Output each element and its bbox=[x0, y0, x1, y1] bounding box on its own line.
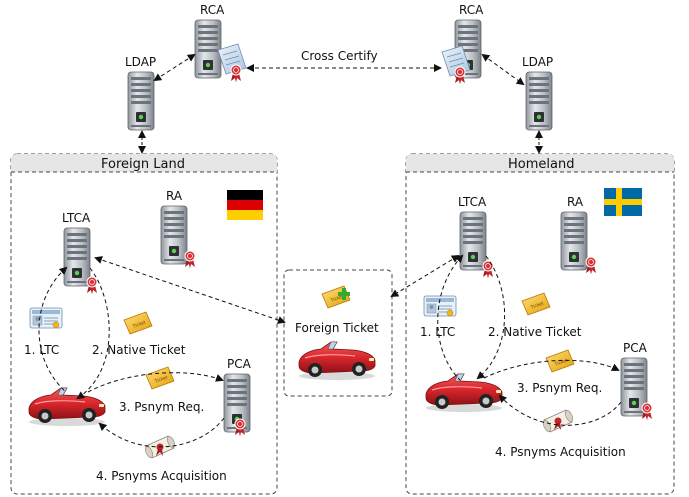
foreign-ra-label: RA bbox=[166, 189, 183, 203]
ldap-right-label: LDAP bbox=[522, 55, 553, 69]
home-psnym-req-label: 3. Psnym Req. bbox=[517, 381, 602, 395]
foreign-ticket-label: Foreign Ticket bbox=[295, 321, 379, 335]
foreign-native-ticket-label: 2. Native Ticket bbox=[92, 343, 186, 357]
home-ltca-label: LTCA bbox=[458, 195, 487, 209]
foreign-ra-server-icon[interactable] bbox=[160, 205, 188, 265]
home-native-ticket-icon bbox=[521, 292, 551, 316]
foreign-psnym-req-label: 3. Psnym Req. bbox=[119, 400, 204, 414]
home-ra-label: RA bbox=[567, 195, 584, 209]
foreign-ticket-box: Foreign Ticket bbox=[94, 254, 460, 397]
foreign-psnyms-acq-label: 4. Psnyms Acquisition bbox=[96, 469, 227, 483]
home-car-icon[interactable] bbox=[425, 373, 503, 413]
home-ltca-server-icon[interactable] bbox=[459, 211, 487, 271]
foreign-ltca-ticket-arrow bbox=[94, 256, 286, 324]
foreign-ra-seal-icon bbox=[184, 250, 196, 269]
home-ra-server-icon[interactable] bbox=[560, 211, 588, 271]
sweden-flag-icon bbox=[604, 188, 642, 216]
home-ra-seal-icon bbox=[585, 256, 597, 275]
home-psnyms-acq-label: 4. Psnyms Acquisition bbox=[495, 445, 626, 459]
cross-certify-label: Cross Certify bbox=[301, 49, 378, 63]
ldap-left-server-icon[interactable] bbox=[127, 71, 155, 131]
rca-left-server-icon[interactable] bbox=[194, 19, 222, 79]
germany-flag-icon bbox=[227, 190, 263, 220]
foreign-psnyms-acq-arrow bbox=[98, 417, 225, 448]
home-ltc-card-icon bbox=[423, 295, 457, 317]
rca-ldap-left-arrow bbox=[153, 53, 196, 82]
foreign-psnym-ticket-icon bbox=[145, 366, 175, 390]
foreign-ltca-server-icon[interactable] bbox=[63, 227, 91, 287]
home-native-ticket-arrow bbox=[476, 255, 506, 380]
homeland-header bbox=[406, 154, 674, 172]
foreign-ltc-label: 1. LTC bbox=[24, 343, 59, 357]
foreign-ticket-icon bbox=[321, 285, 351, 309]
home-pca-label: PCA bbox=[623, 341, 648, 355]
home-ltc-label: 1. LTC bbox=[420, 325, 455, 339]
foreign-ltca-label: LTCA bbox=[62, 211, 91, 225]
rca-ldap-right-arrow bbox=[481, 53, 525, 86]
home-psnyms-scroll-icon bbox=[541, 408, 575, 434]
foreign-ltca-seal-icon bbox=[86, 276, 98, 295]
foreign-pca-label: PCA bbox=[227, 357, 252, 371]
foreign-ticket-border bbox=[283, 269, 393, 397]
middle-car-icon[interactable] bbox=[298, 341, 376, 381]
top-hierarchy: RCA RCA LDAP LDAP Cross Certify bbox=[125, 3, 553, 154]
ldap-right-server-icon[interactable] bbox=[525, 71, 553, 131]
homeland-title: Homeland bbox=[508, 157, 574, 172]
home-native-ticket-label: 2. Native Ticket bbox=[488, 325, 582, 339]
home-psnym-req-arrow bbox=[483, 359, 620, 379]
foreign-land-header bbox=[11, 154, 277, 172]
rca-left-label: RCA bbox=[200, 3, 225, 17]
foreign-ltc-card-icon bbox=[29, 307, 63, 329]
foreign-pca-seal-icon bbox=[234, 418, 246, 437]
foreign-land-region: Foreign Land LTCA RA PCA 1. LTC 2. Nativ… bbox=[10, 153, 278, 495]
foreign-car-icon[interactable] bbox=[28, 387, 106, 427]
homeland-region: Homeland LTCA RA PCA 1. LTC 2. Native Ti… bbox=[405, 153, 675, 495]
home-ltca-ticket-arrow bbox=[390, 254, 460, 298]
foreign-land-title: Foreign Land bbox=[101, 157, 185, 172]
foreign-ltc-arrow bbox=[38, 266, 68, 393]
rca-right-label: RCA bbox=[459, 3, 484, 17]
home-ltc-arrow bbox=[437, 254, 464, 381]
ldap-left-label: LDAP bbox=[125, 55, 156, 69]
home-pca-seal-icon bbox=[641, 402, 653, 421]
foreign-native-ticket-icon bbox=[123, 311, 153, 335]
home-psnym-ticket-icon bbox=[545, 349, 575, 373]
rca-left-certificate-icon bbox=[217, 43, 247, 83]
foreign-psnym-req-arrow bbox=[87, 372, 224, 393]
